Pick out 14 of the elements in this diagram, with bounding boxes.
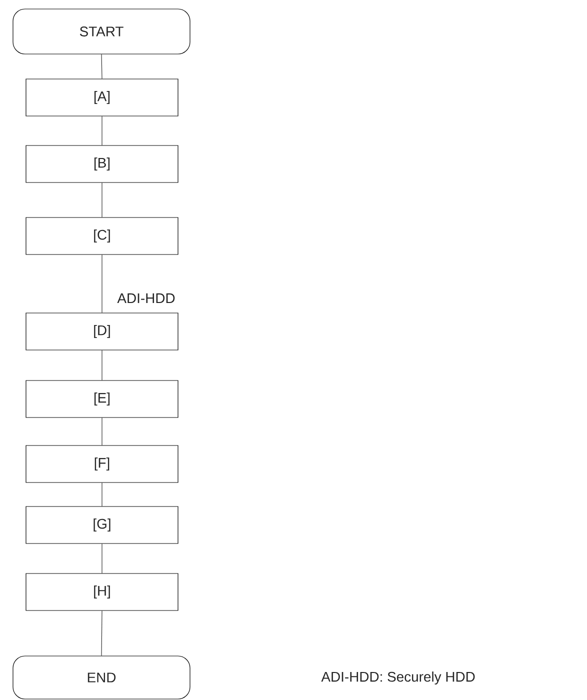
connector-line	[101, 610, 102, 656]
edge-label: ADI-HDD	[117, 293, 175, 304]
process-box: [F]	[26, 445, 178, 483]
process-box: [E]	[26, 380, 178, 418]
connector-line	[101, 54, 102, 79]
process-box: [H]	[26, 573, 178, 611]
process-box: [A]	[26, 78, 178, 116]
terminal-box: END	[12, 656, 190, 700]
note-text: ADI-HDD: Securely HDD	[321, 672, 475, 684]
process-box: [B]	[26, 145, 178, 183]
process-box: [D]	[26, 312, 178, 350]
terminal-box: START	[12, 8, 190, 54]
process-box: [G]	[26, 506, 178, 544]
process-box: [C]	[26, 217, 178, 255]
